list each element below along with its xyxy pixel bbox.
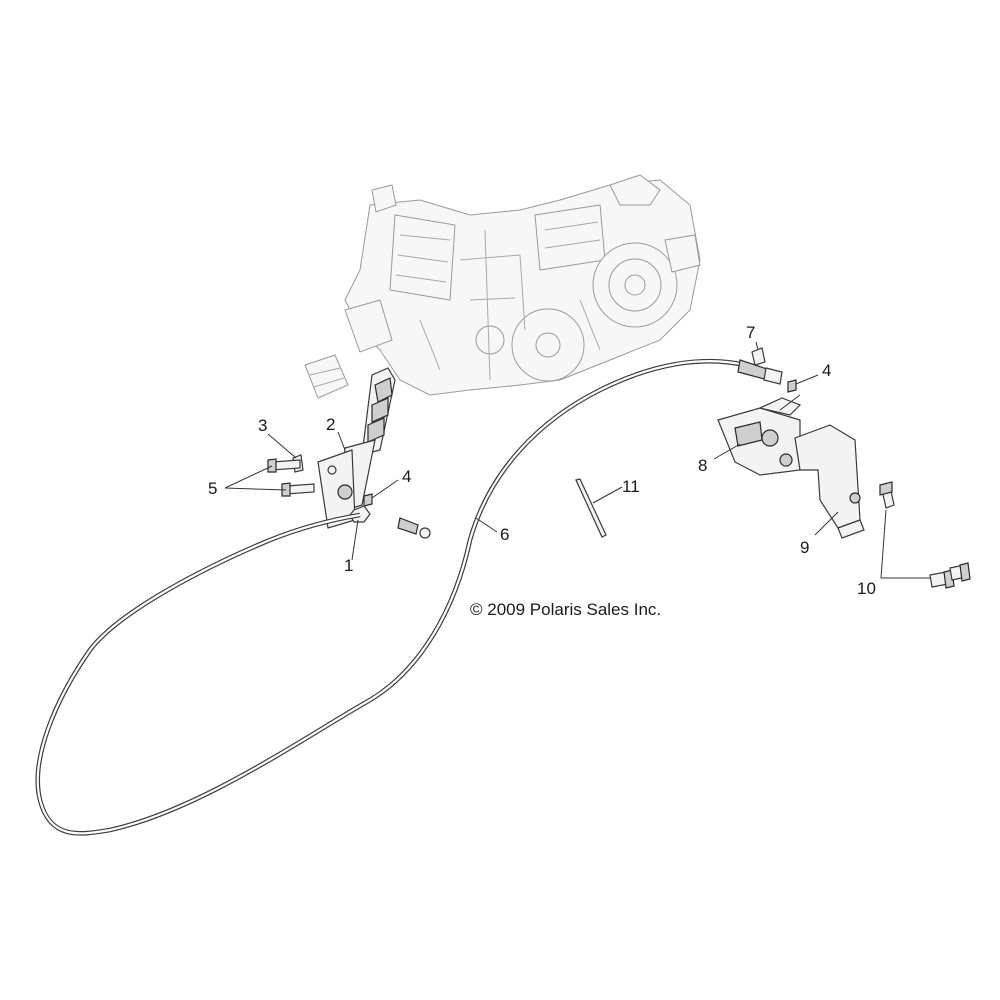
mounting-bracket <box>794 424 865 539</box>
clip-right <box>787 379 797 393</box>
callout-6: 6 <box>500 525 509 544</box>
bolts-right <box>879 481 971 589</box>
cable-tie <box>575 478 607 538</box>
copyright-notice: © 2009 Polaris Sales Inc. <box>470 600 661 619</box>
engine-transmission-assembly <box>304 174 701 399</box>
callout-7: 7 <box>746 323 755 342</box>
callout-4-left: 4 <box>402 467 411 486</box>
callout-leaders <box>224 341 930 579</box>
callout-1: 1 <box>344 556 353 575</box>
callout-4-right: 4 <box>822 361 831 380</box>
callout-8: 8 <box>698 456 707 475</box>
brake-lever <box>317 367 396 529</box>
callout-11: 11 <box>622 477 640 496</box>
callout-3: 3 <box>258 416 267 435</box>
callout-5: 5 <box>208 479 217 498</box>
brake-cable <box>35 358 783 836</box>
clip-left <box>363 493 373 507</box>
callout-10: 10 <box>857 579 876 598</box>
pin-right <box>751 347 766 366</box>
callout-2: 2 <box>326 415 335 434</box>
actuator-assembly <box>717 394 802 476</box>
callout-9: 9 <box>800 538 809 557</box>
bolts-left <box>267 458 315 497</box>
callout-labels: 1 2 3 4 4 5 6 7 8 9 10 11 <box>208 323 876 598</box>
